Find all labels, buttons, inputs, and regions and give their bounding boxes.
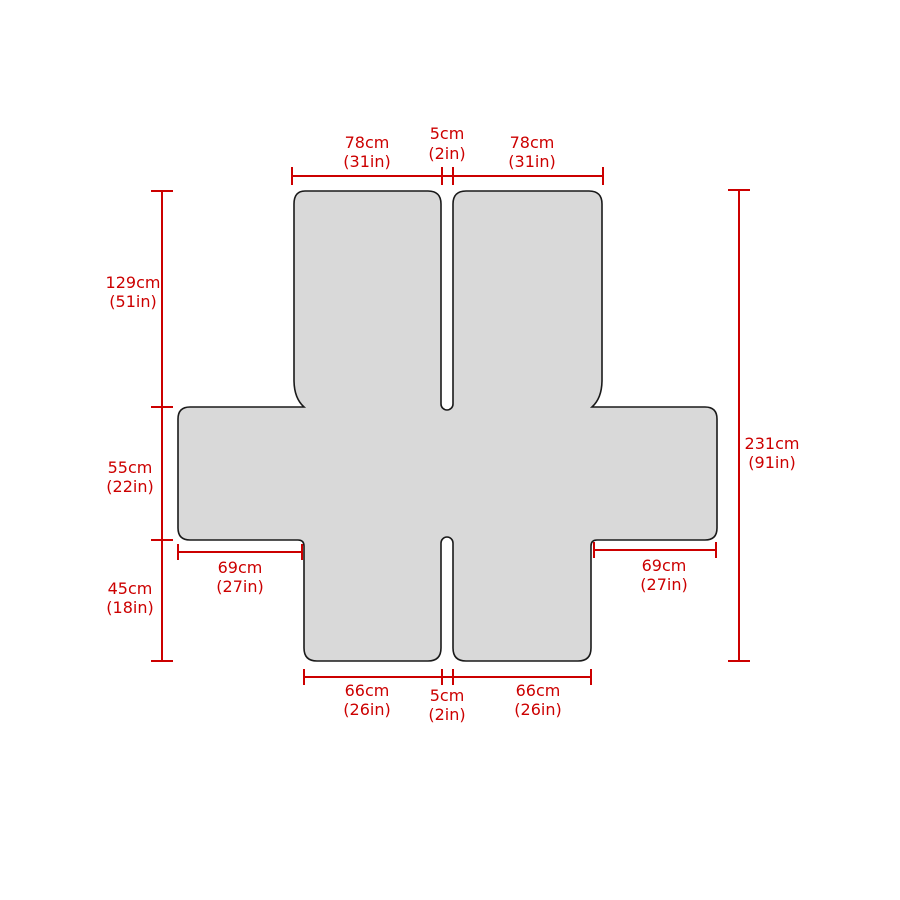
right-arm-width-cm: 69cm: [642, 556, 687, 575]
back-height-in: (51in): [109, 292, 156, 311]
top-right-width-in: (31in): [508, 152, 555, 171]
total-height-cm: 231cm: [745, 434, 800, 453]
bottom-gap-cm: 5cm: [430, 686, 465, 705]
top-gap-in: (2in): [428, 144, 465, 163]
bottom-right-width-cm: 66cm: [516, 681, 561, 700]
back-height-cm: 129cm: [106, 273, 161, 292]
top-left-width-in: (31in): [343, 152, 390, 171]
left-dimension-line: [151, 190, 173, 662]
seat-height-in: (18in): [106, 598, 153, 617]
bottom-gap-in: (2in): [428, 705, 465, 724]
top-left-width-cm: 78cm: [345, 133, 390, 152]
left-arm-width-cm: 69cm: [218, 558, 263, 577]
right-arm-width-in: (27in): [640, 575, 687, 594]
seat-height-cm: 45cm: [108, 579, 153, 598]
right-total-dimension-line: [728, 189, 750, 662]
left-arm-width-in: (27in): [216, 577, 263, 596]
arm-height-in: (22in): [106, 477, 153, 496]
top-dimension-line: [291, 167, 604, 185]
right-arm-dimension-line: [593, 542, 717, 558]
bottom-dimension-line: [303, 669, 592, 685]
bottom-right-width-in: (26in): [514, 700, 561, 719]
left-arm-dimension-line: [177, 544, 303, 560]
top-right-width-cm: 78cm: [510, 133, 555, 152]
total-height-in: (91in): [748, 453, 795, 472]
bottom-left-width-in: (26in): [343, 700, 390, 719]
arm-height-cm: 55cm: [108, 458, 153, 477]
bottom-left-width-cm: 66cm: [345, 681, 390, 700]
top-gap-cm: 5cm: [430, 124, 465, 143]
cover-shape: [177, 190, 718, 662]
